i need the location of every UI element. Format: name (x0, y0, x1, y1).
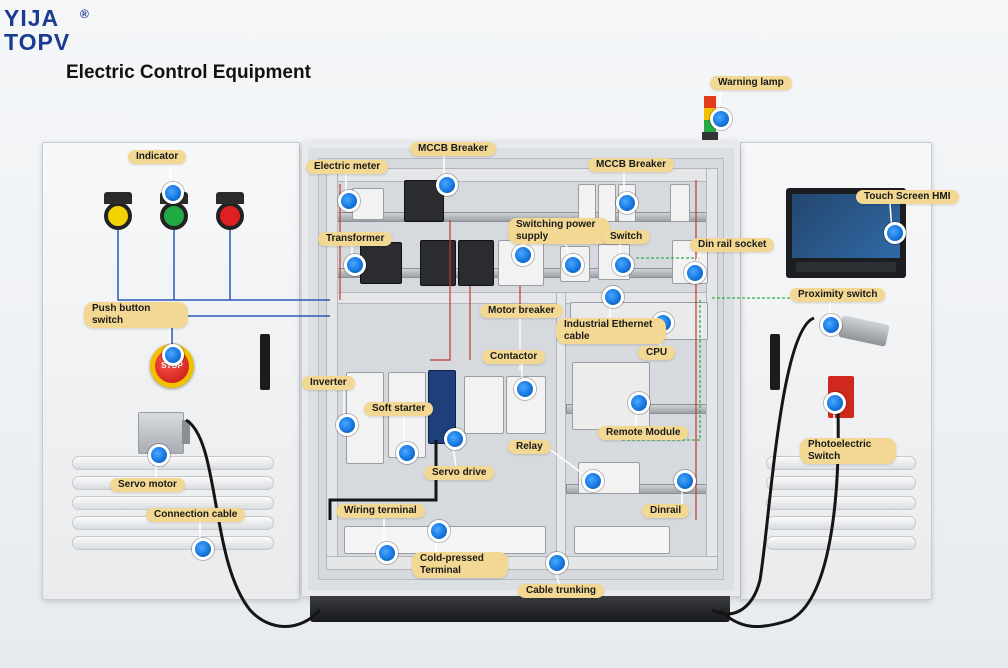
label-wiring-terminal: Wiring terminal (336, 504, 425, 518)
label-mccb-breaker-right: MCCB Breaker (588, 158, 675, 172)
servo-motor-shaft (182, 420, 190, 444)
pointer-dot-icon (376, 542, 398, 564)
pointer-dot-icon (428, 520, 450, 542)
pointer-dot-icon (616, 192, 638, 214)
brand-line-1: YIJA (4, 5, 60, 31)
label-motor-breaker: Motor breaker (480, 304, 563, 318)
pointer-dot-icon (162, 182, 184, 204)
label-push-button-switch: Push button switch (84, 302, 188, 328)
pointer-dot-icon (336, 414, 358, 436)
mccb-breaker-module (670, 184, 690, 222)
label-soft-starter: Soft starter (364, 402, 434, 416)
label-contactor: Contactor (482, 350, 546, 364)
vent-slot (766, 496, 916, 510)
lamp-bezel (104, 192, 132, 204)
pointer-dot-icon (582, 470, 604, 492)
pointer-dot-icon (512, 244, 534, 266)
label-cable-trunking: Cable trunking (518, 584, 605, 598)
label-din-rail-socket: Din rail socket (690, 238, 775, 252)
label-servo-motor: Servo motor (110, 478, 185, 492)
label-warning-lamp: Warning lamp (710, 76, 792, 90)
label-indicator: Indicator (128, 150, 187, 164)
label-photoelectric-switch: Photoelectric Switch (800, 438, 896, 464)
registered-mark: ® (80, 7, 90, 21)
pointer-dot-icon (192, 538, 214, 560)
warning-lamp-red (704, 96, 716, 108)
breaker-device (458, 240, 494, 286)
yellow-lamp-icon (104, 202, 132, 230)
vent-slot (766, 536, 916, 550)
label-connection-cable: Connection cable (146, 508, 246, 522)
pointer-dot-icon (710, 108, 732, 130)
pointer-dot-icon (824, 392, 846, 414)
warning-lamp-base (702, 132, 718, 140)
label-proximity-switch: Proximity switch (790, 288, 886, 302)
page-title: Electric Control Equipment (66, 62, 311, 83)
red-lamp-icon (216, 202, 244, 230)
label-dinrail: Dinrail (642, 504, 690, 518)
hmi-screen-icon[interactable] (792, 194, 900, 258)
pointer-dot-icon (514, 378, 536, 400)
cabinet-base (310, 596, 730, 622)
pointer-dot-icon (344, 254, 366, 276)
pointer-dot-icon (162, 344, 184, 366)
label-remote-module: Remote Module (598, 426, 689, 440)
pointer-dot-icon (338, 190, 360, 212)
label-relay: Relay (508, 440, 551, 454)
contactor-device (464, 376, 504, 434)
pointer-dot-icon (444, 428, 466, 450)
pointer-dot-icon (684, 262, 706, 284)
label-mccb-breaker-left: MCCB Breaker (410, 142, 497, 156)
label-cold-pressed-terminal: Cold-pressed Terminal (412, 552, 508, 578)
vent-slot (72, 456, 274, 470)
label-electric-meter: Electric meter (306, 160, 389, 174)
right-door-handle[interactable] (770, 334, 780, 390)
label-switching-power-supply: Switching power supply (508, 218, 610, 244)
pointer-dot-icon (628, 392, 650, 414)
label-touch-screen-hmi: Touch Screen HMI (856, 190, 959, 204)
pointer-dot-icon (546, 552, 568, 574)
pointer-dot-icon (148, 444, 170, 466)
pointer-dot-icon (884, 222, 906, 244)
green-lamp-icon (160, 202, 188, 230)
label-transformer: Transformer (318, 232, 393, 246)
pointer-dot-icon (820, 314, 842, 336)
left-door-handle[interactable] (260, 334, 270, 390)
brand-logo: YIJA TOPV ® (4, 6, 90, 62)
label-switch: Switch (602, 230, 651, 244)
label-servo-drive: Servo drive (424, 466, 495, 480)
pointer-dot-icon (674, 470, 696, 492)
label-inverter: Inverter (302, 376, 355, 390)
terminal-block (574, 526, 670, 554)
pointer-dot-icon (562, 254, 584, 276)
label-cpu: CPU (638, 346, 676, 360)
pointer-dot-icon (396, 442, 418, 464)
lamp-bezel (216, 192, 244, 204)
hmi-bezel-bottom (796, 262, 896, 272)
pointer-dot-icon (612, 254, 634, 276)
pointer-dot-icon (602, 286, 624, 308)
vent-slot (766, 476, 916, 490)
label-industrial-ethernet-cable: Industrial Ethernet cable (556, 318, 666, 344)
brand-line-2: TOPV (4, 29, 71, 55)
pointer-dot-icon (436, 174, 458, 196)
